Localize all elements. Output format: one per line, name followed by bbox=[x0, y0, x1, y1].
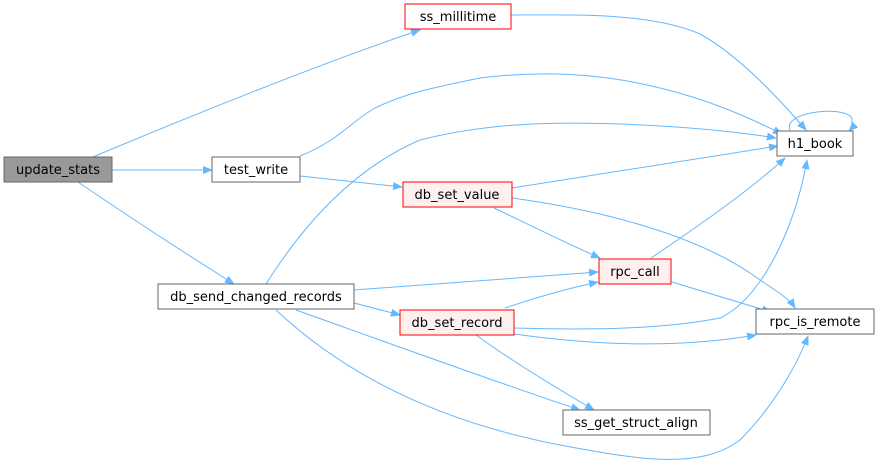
edge-db_set_record-to-h1_book bbox=[513, 159, 810, 330]
node-h1-book[interactable]: h1_book bbox=[776, 130, 854, 157]
node-label: rpc_call bbox=[610, 265, 660, 280]
node-label: ss_get_struct_align bbox=[574, 416, 698, 431]
edge-update_stats-to-ss_millitime bbox=[92, 29, 421, 158]
node-box bbox=[399, 309, 515, 336]
node-box bbox=[598, 258, 672, 285]
edge-update_stats-to-db_send_changed_records bbox=[77, 181, 235, 285]
node-label: h1_book bbox=[788, 137, 843, 152]
node-box bbox=[157, 283, 355, 310]
edge-rpc_call-to-h1_book bbox=[650, 157, 786, 259]
edge-db_set_value-to-rpc_call bbox=[493, 207, 601, 259]
edge-db_set_value-to-rpc_is_remote bbox=[511, 197, 796, 309]
node-label: test_write bbox=[224, 163, 288, 178]
edge-db_send_changed_records-to-db_set_record bbox=[353, 302, 401, 317]
node-label: db_set_record bbox=[412, 316, 503, 331]
node-label: ss_millitime bbox=[420, 10, 497, 25]
node-label: update_stats bbox=[16, 163, 100, 178]
node-box bbox=[755, 308, 875, 335]
node-box bbox=[211, 156, 301, 183]
edge-h1_book-self-loop bbox=[789, 110, 859, 132]
node-label: rpc_is_remote bbox=[770, 315, 861, 330]
edge-db_set_record-to-ss_get_struct_align bbox=[475, 334, 595, 411]
node-box bbox=[404, 3, 512, 30]
node-ss-get-struct-align[interactable]: ss_get_struct_align bbox=[562, 409, 711, 436]
node-db-set-record[interactable]: db_set_record bbox=[399, 309, 515, 336]
edge-db_set_record-to-rpc_call bbox=[504, 279, 599, 309]
edge-db_send_changed_records-to-rpc_is_remote bbox=[275, 309, 809, 460]
edge-db_send_changed_records-to-h1_book bbox=[265, 122, 777, 285]
edge-db_set_value-to-h1_book bbox=[511, 143, 779, 189]
node-box bbox=[3, 156, 113, 183]
edge-ss_millitime-to-h1_book bbox=[510, 14, 807, 131]
edge-db_send_changed_records-to-ss_get_struct_align bbox=[295, 309, 581, 411]
nodes-layer: update_stats ss_millitime test_write db_… bbox=[3, 3, 875, 436]
node-box bbox=[402, 181, 513, 208]
node-ss-millitime[interactable]: ss_millitime bbox=[404, 3, 512, 30]
node-label: db_send_changed_records bbox=[170, 290, 342, 305]
edge-test_write-to-h1_book bbox=[299, 73, 783, 157]
node-box bbox=[562, 409, 711, 436]
node-db-set-value[interactable]: db_set_value bbox=[402, 181, 513, 208]
edge-rpc_call-to-rpc_is_remote bbox=[671, 281, 772, 314]
node-update-stats[interactable]: update_stats bbox=[3, 156, 113, 183]
node-db-send-changed-records[interactable]: db_send_changed_records bbox=[157, 283, 355, 310]
node-rpc-is-remote[interactable]: rpc_is_remote bbox=[755, 308, 875, 335]
node-label: db_set_value bbox=[415, 188, 500, 203]
edges-layer bbox=[77, 14, 859, 460]
node-box bbox=[776, 130, 854, 157]
node-rpc-call[interactable]: rpc_call bbox=[598, 258, 672, 285]
edge-test_write-to-db_set_value bbox=[299, 175, 403, 191]
node-test-write[interactable]: test_write bbox=[211, 156, 301, 183]
edge-db_send_changed_records-to-rpc_call bbox=[353, 268, 599, 291]
edge-db_set_record-to-rpc_is_remote bbox=[513, 332, 757, 345]
